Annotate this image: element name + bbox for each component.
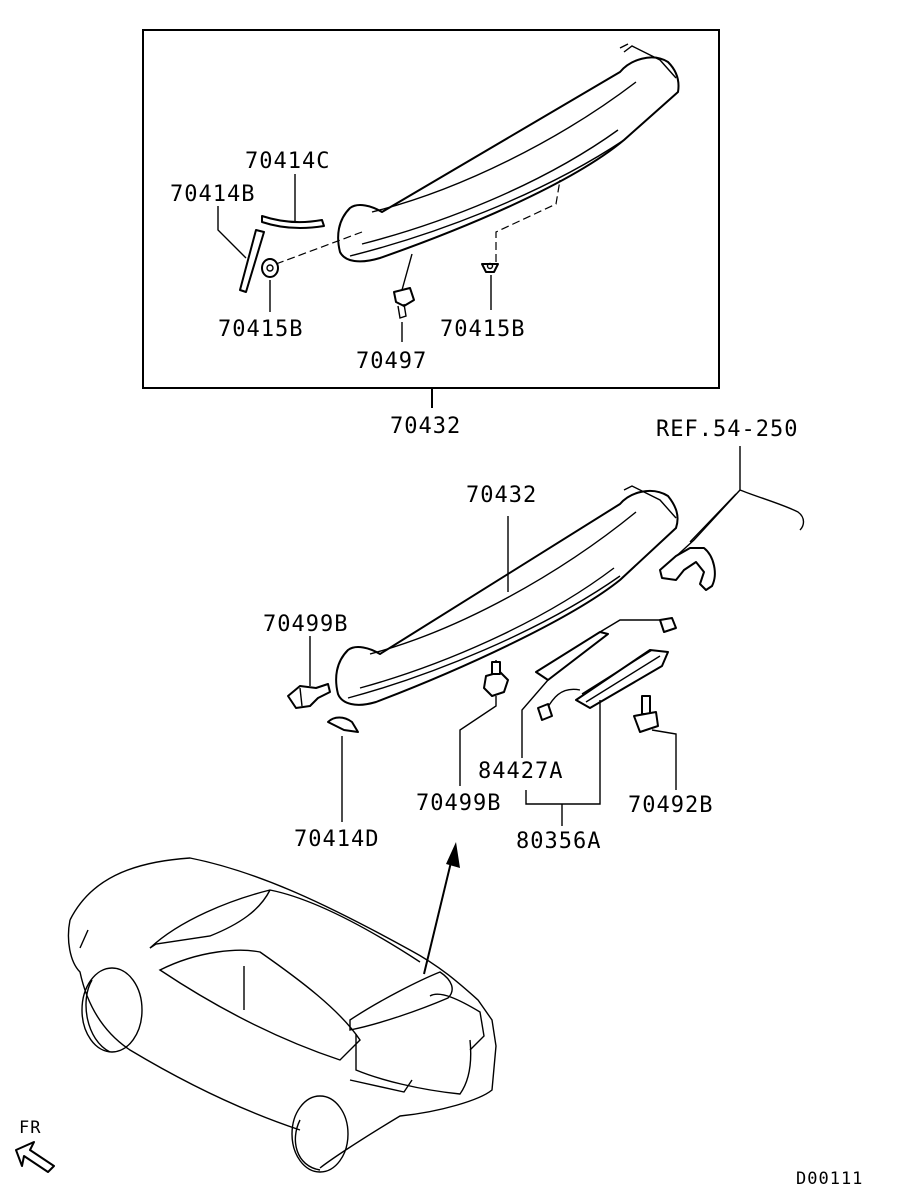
- leader-84427A: [521, 679, 549, 758]
- washer-nozzle: [659, 547, 716, 591]
- label-70414B: 70414B: [170, 182, 255, 207]
- spoiler-main: [335, 485, 679, 706]
- ref-wire: [739, 446, 805, 531]
- label-70499B-top: 70499B: [263, 612, 348, 637]
- label-70415B-right: 70415B: [440, 317, 525, 342]
- screw-70499B-left: [287, 683, 331, 709]
- harness-84427A: [535, 617, 677, 721]
- leader-70499B-bottom: [459, 696, 497, 786]
- detail-box: 70414C 70414B 70415B 70415B 70497 70432: [142, 29, 720, 439]
- car-outline: [67, 857, 497, 1173]
- location-arrow: [423, 842, 460, 975]
- label-70432: 70432: [466, 483, 537, 508]
- label-70492B: 70492B: [628, 793, 713, 818]
- label-80356A: 80356A: [516, 829, 601, 854]
- spoiler-detail: [337, 43, 680, 263]
- clip-70497: [393, 287, 415, 319]
- seal-70414C: [261, 215, 325, 230]
- leader-70492B: [651, 729, 677, 790]
- label-70499B-bottom: 70499B: [416, 791, 501, 816]
- label-70415B-left: 70415B: [218, 317, 303, 342]
- stop-lamp-80356A: [575, 649, 669, 709]
- diagram-code: D00111: [796, 1169, 863, 1187]
- screw-70499B-middle: [483, 660, 509, 697]
- front-label: FR: [19, 1118, 41, 1138]
- label-ref: REF.54-250: [656, 417, 798, 442]
- label-70414C: 70414C: [245, 149, 330, 174]
- label-84427A: 84427A: [478, 759, 563, 784]
- grommet-70415B-left: [261, 258, 279, 278]
- front-arrow-icon: [15, 1141, 55, 1173]
- bolt-70492B: [633, 695, 659, 733]
- label-70497: 70497: [356, 349, 427, 374]
- grommet-70415B-right: [481, 262, 499, 273]
- pad-70414D: [327, 716, 359, 733]
- strip-70414B: [239, 229, 265, 293]
- label-70432-assembly: 70432: [390, 414, 461, 439]
- leader-70414B: [217, 206, 247, 259]
- label-70414D: 70414D: [294, 827, 379, 852]
- bracket-80356A: [525, 700, 601, 805]
